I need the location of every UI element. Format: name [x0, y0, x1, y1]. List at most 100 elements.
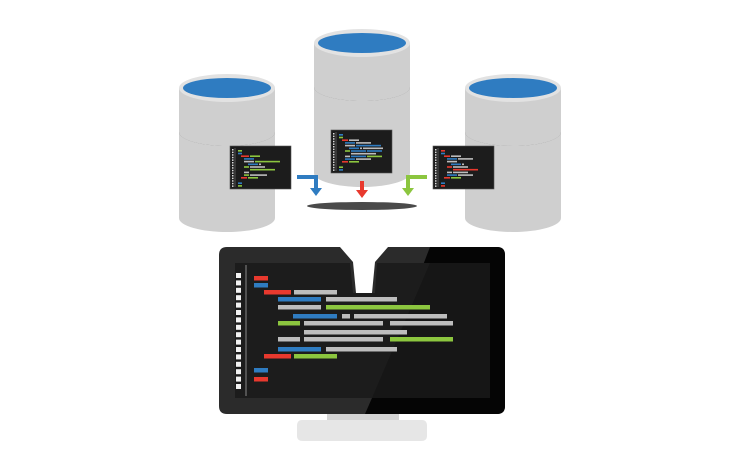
line-number-mark — [435, 149, 437, 151]
code-line — [367, 155, 382, 158]
code-line — [250, 174, 267, 176]
line-number-mark — [236, 295, 241, 301]
line-number-mark — [435, 175, 437, 177]
line-number-mark — [333, 164, 335, 166]
line-number-mark — [232, 182, 234, 185]
line-number-mark — [236, 287, 241, 293]
code-line — [250, 168, 275, 171]
database-top-fill — [469, 78, 557, 98]
monitor-icon — [219, 247, 505, 441]
line-number-mark — [435, 180, 437, 182]
line-number-mark — [232, 177, 234, 180]
code-line — [441, 150, 445, 152]
code-line — [453, 166, 468, 168]
code-line — [238, 150, 242, 152]
code-line — [244, 174, 249, 176]
arrow-down-icon-green — [402, 175, 427, 196]
code-line — [241, 177, 247, 179]
code-line — [441, 152, 445, 155]
code-line — [342, 139, 348, 141]
code-line — [254, 276, 268, 281]
screen-shade — [372, 263, 490, 398]
drop-shadow — [307, 202, 417, 210]
code-line — [367, 150, 382, 152]
line-number-mark — [232, 151, 234, 154]
code-window-right — [432, 145, 495, 190]
line-number-mark — [435, 151, 437, 154]
code-line — [255, 160, 280, 163]
code-line — [238, 152, 242, 155]
line-number-mark — [435, 154, 437, 156]
line-number-mark — [232, 167, 234, 169]
code-line — [349, 161, 359, 163]
code-line — [356, 158, 371, 160]
line-number-mark — [435, 164, 437, 167]
code-line — [390, 337, 453, 342]
line-number-mark — [333, 153, 335, 156]
line-number-mark — [435, 159, 437, 161]
code-line — [248, 163, 258, 166]
code-line — [293, 314, 337, 319]
code-line — [304, 321, 383, 326]
line-number-mark — [333, 138, 335, 140]
code-line — [294, 354, 337, 359]
database-top-fill — [183, 78, 271, 98]
code-line — [244, 171, 249, 174]
code-line — [238, 185, 242, 187]
line-number-mark — [333, 159, 335, 161]
database-segment — [179, 88, 275, 146]
code-line — [360, 147, 362, 150]
line-number-mark — [236, 280, 241, 286]
line-number-mark — [236, 324, 241, 330]
code-line — [356, 142, 371, 144]
line-number-mark — [232, 159, 234, 161]
code-line — [349, 139, 359, 141]
code-line — [363, 147, 383, 150]
code-line — [326, 297, 397, 302]
line-number-mark — [333, 151, 335, 153]
code-line — [294, 290, 337, 295]
arrow-down-icon-blue — [297, 175, 322, 196]
line-number-mark — [236, 332, 241, 338]
code-line — [345, 155, 350, 158]
code-window-center — [330, 129, 393, 174]
line-number-mark — [435, 156, 437, 159]
line-number-mark — [236, 376, 241, 382]
code-line — [441, 185, 445, 187]
line-number-mark — [333, 146, 335, 148]
line-number-mark — [232, 156, 234, 159]
line-number-mark — [435, 182, 437, 185]
code-line — [453, 171, 468, 174]
code-line — [339, 136, 343, 139]
code-line — [451, 155, 461, 157]
code-line — [264, 290, 291, 295]
code-line — [259, 163, 261, 166]
line-number-mark — [435, 172, 437, 174]
line-number-mark — [333, 133, 335, 135]
code-line — [390, 321, 453, 326]
code-line — [356, 144, 381, 147]
code-line — [238, 182, 242, 184]
line-number-mark — [232, 162, 234, 164]
line-number-mark — [333, 169, 335, 171]
code-line — [339, 169, 343, 171]
code-line — [444, 155, 450, 157]
arrow-down-icon-red — [356, 181, 368, 198]
line-number-mark — [333, 148, 335, 151]
line-number-mark — [435, 185, 437, 187]
code-line — [351, 155, 366, 158]
code-line — [342, 314, 350, 319]
line-number-mark — [236, 361, 241, 367]
line-number-mark — [333, 166, 335, 169]
line-number-mark — [333, 143, 335, 145]
code-window-left — [229, 145, 292, 190]
line-number-mark — [333, 140, 335, 143]
code-line — [278, 321, 300, 326]
code-line — [351, 152, 376, 155]
line-number-mark — [333, 135, 335, 138]
code-line — [349, 147, 359, 150]
line-number-mark — [232, 164, 234, 167]
code-line — [326, 305, 430, 310]
